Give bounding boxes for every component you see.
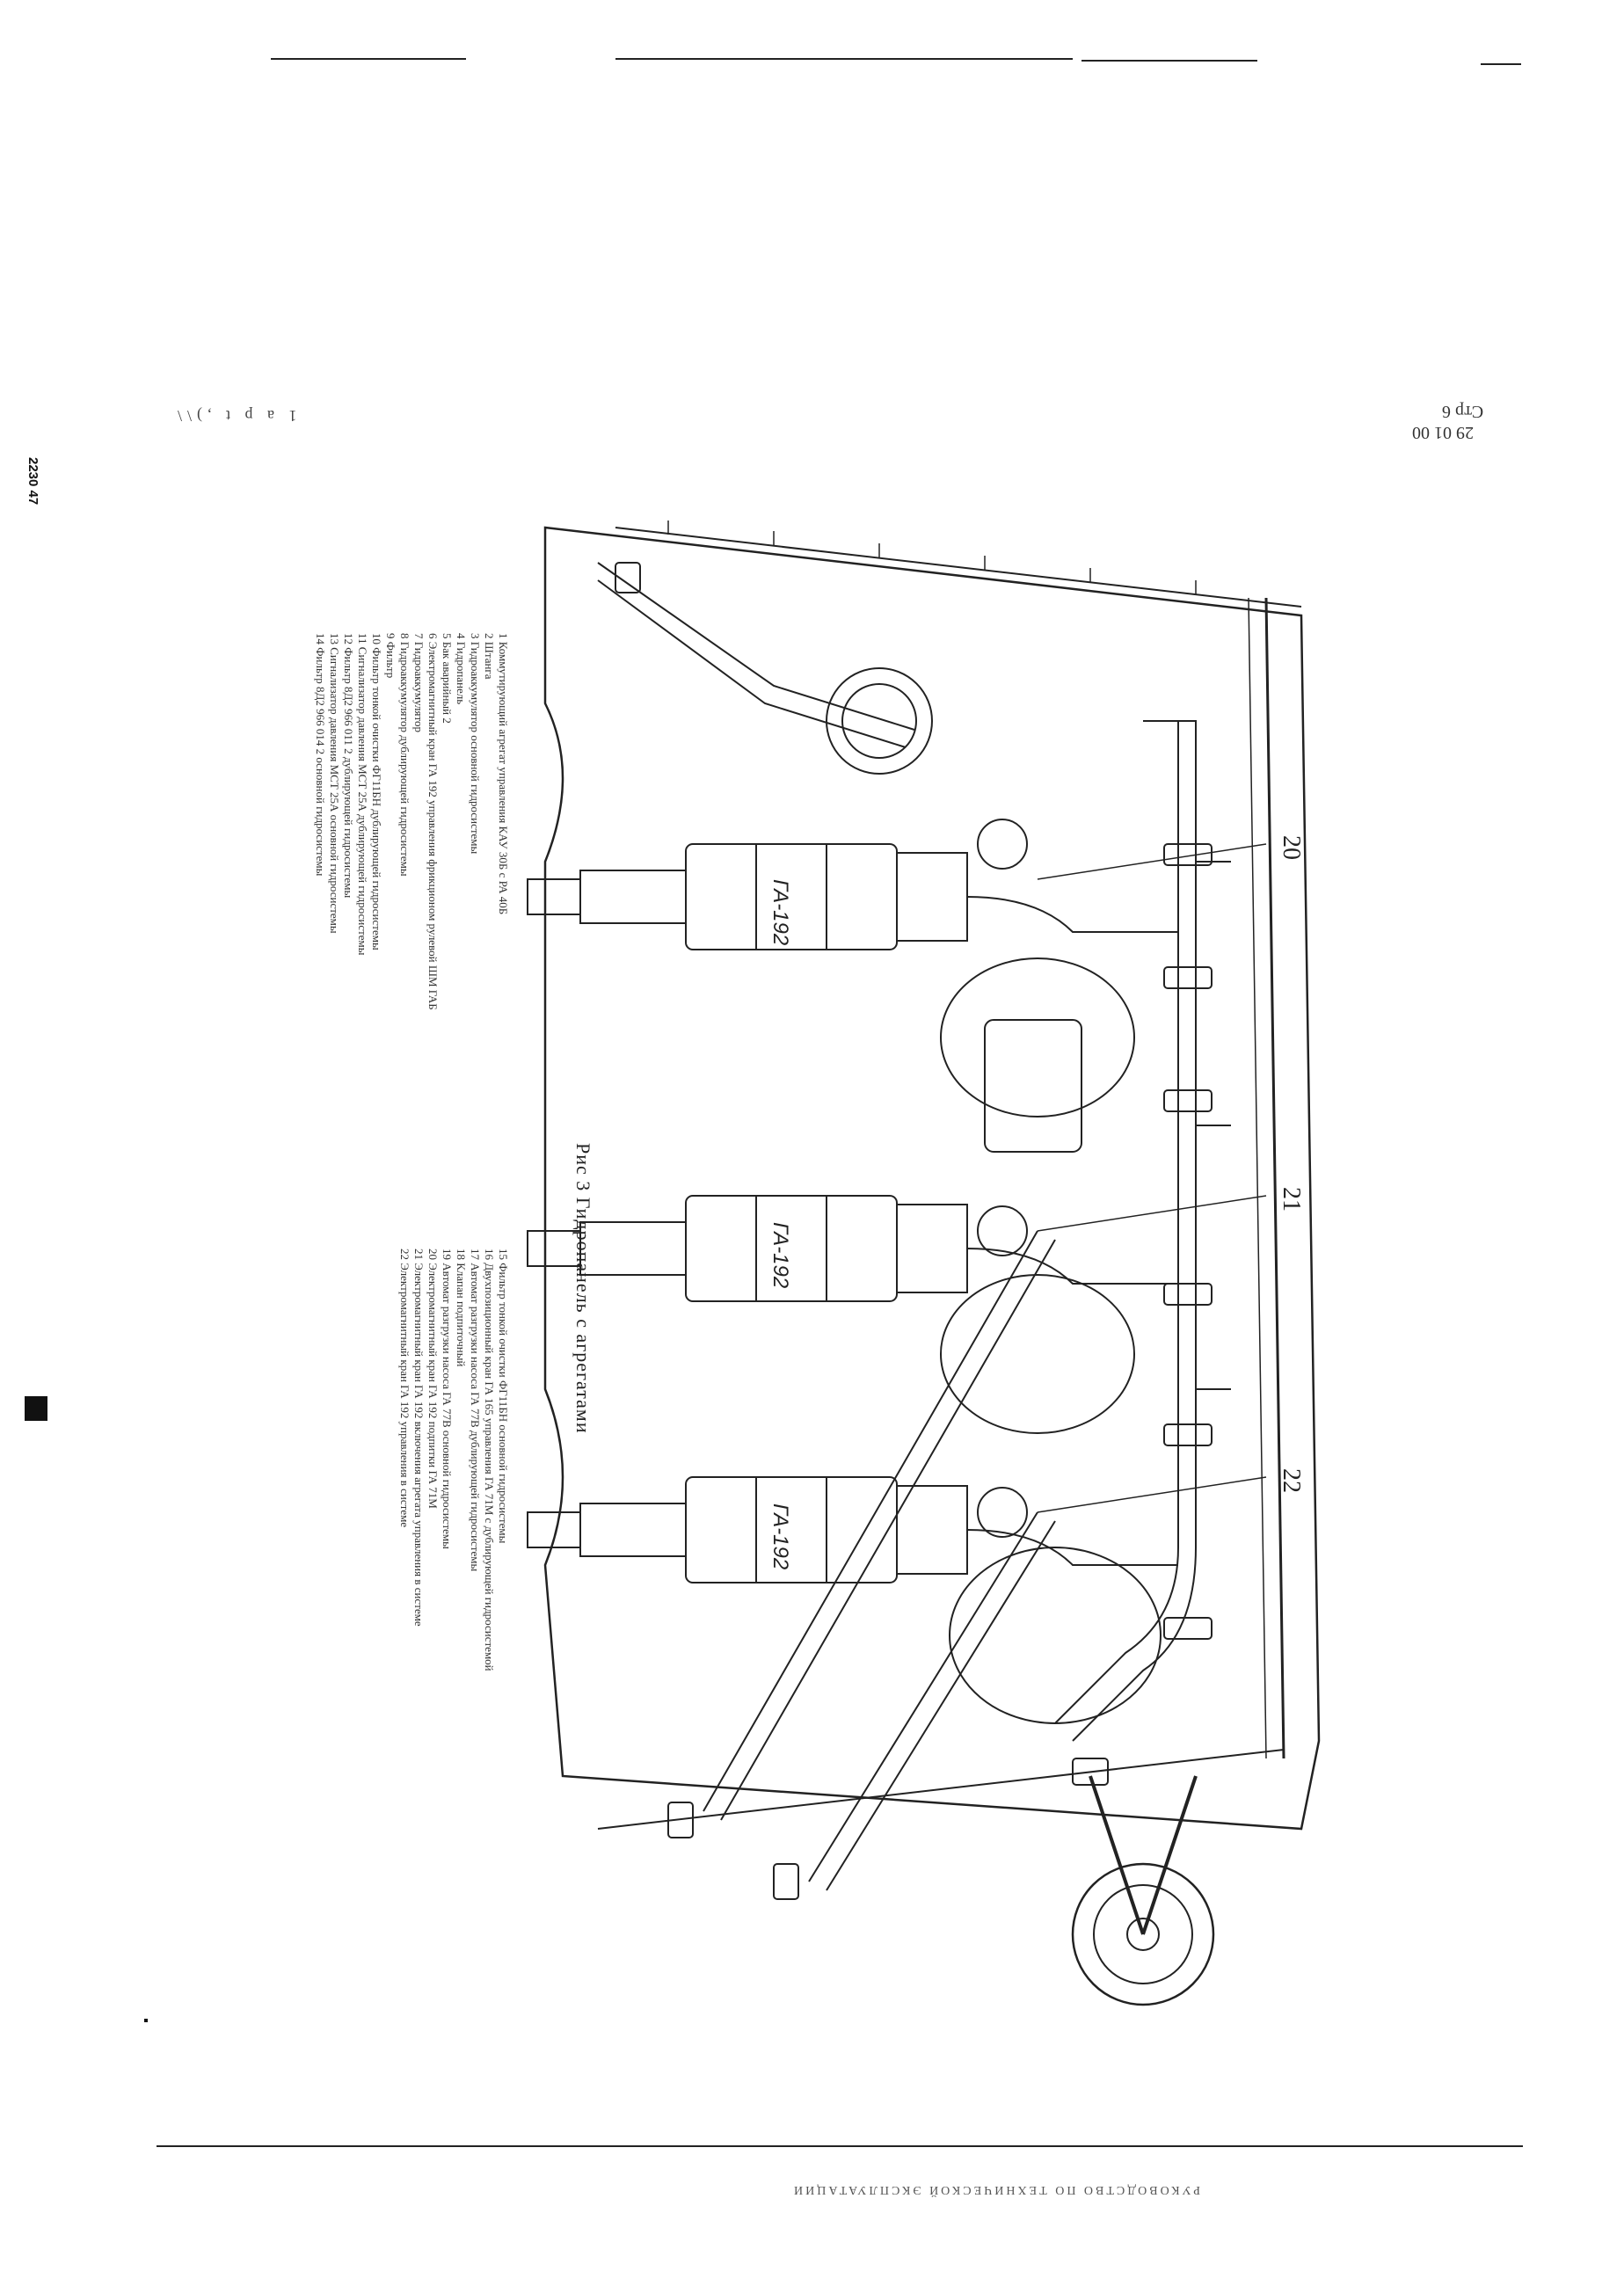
side-stamp: 2230 47: [25, 457, 40, 506]
legend-left-column: 1 Коммутирующий агрегат управления КАУ 3…: [313, 633, 510, 1010]
legend-item: 16 Двухпозиционный кран ГА 165 управлени…: [483, 1249, 496, 1671]
valve-unit-3: [527, 1476, 1028, 1583]
unit-label: ГА-192: [768, 1222, 792, 1288]
top-rule-right: [1481, 63, 1521, 65]
legend-item: 17 Автомат разгрузки насоса ГА 77В дубли…: [469, 1249, 482, 1572]
header-left-mark: 1 a p t ,)\\: [172, 407, 297, 425]
legend-item: 3 Гидроаккумулятор основной гидросистемы: [469, 633, 482, 855]
frame-rail: [1264, 597, 1285, 1759]
accumulator: [940, 1274, 1135, 1434]
callout-leaders: [1037, 843, 1267, 1513]
valve-unit-2: [527, 1195, 1028, 1302]
legend-right-column: 15 Фильтр тонкой очистки ФГ11БН основной…: [397, 1249, 510, 1671]
frame-rail: [615, 527, 1302, 608]
legend-item: 13 Сигнализатор давления МСТ 25А основно…: [328, 633, 341, 934]
legend-item: 10 Фильтр тонкой очистки ФГ11БН дублирую…: [370, 633, 383, 950]
legend-item: 15 Фильтр тонкой очистки ФГ11БН основной…: [497, 1249, 510, 1544]
accumulator: [949, 1547, 1162, 1724]
page-ref-page: Стр 6: [1442, 402, 1484, 421]
pipelines: [597, 562, 1231, 1891]
pump-wheel: [1126, 1918, 1160, 1951]
legend-item: 6 Электромагнитный кран ГА 192 управлени…: [426, 633, 440, 1010]
legend-item: 5 Бак аварийный 2: [441, 633, 454, 724]
legend-item: 12 Фильтр 8Д2 966 011 2 дублирующей гидр…: [342, 633, 355, 899]
legend-item: 18 Клапан подпиточный: [455, 1249, 468, 1367]
panel-outline: [543, 526, 1321, 1831]
frame-rail: [597, 1749, 1285, 1830]
pump-arm: [1141, 1775, 1198, 1935]
legend-item: 20 Электромагнитный кран ГА 192 подпитки…: [426, 1249, 440, 1509]
unit-label: ГА-192: [768, 1503, 792, 1569]
pump-arm: [1089, 1775, 1145, 1935]
legend-item: 19 Автомат разгрузки насоса ГА 77В основ…: [441, 1249, 454, 1549]
dot-marker: [144, 2019, 148, 2022]
page-ref-date: 29 01 00: [1412, 423, 1474, 442]
callout-22: 22: [1278, 1468, 1305, 1493]
legend-item: 22 Электромагнитный кран ГА 192 управлен…: [398, 1249, 411, 1528]
footer-text: РУКОВОДСТВО ПО ТЕХНИЧЕСКОЙ ЭКСПЛУАТАЦИИ: [791, 2183, 1201, 2196]
bottom-rule: [157, 2145, 1523, 2147]
legend-item: 11 Сигнализатор давления МСТ 25А дублиру…: [356, 633, 369, 956]
callout-21: 21: [1278, 1187, 1305, 1212]
accumulator: [826, 667, 933, 775]
frame-rail: [1248, 597, 1267, 1759]
top-rule-middle-2: [1081, 60, 1257, 62]
legend-item: 8 Гидроаккумулятор дублирующей гидросист…: [398, 633, 411, 877]
accumulator: [841, 683, 917, 759]
legend-item: 21 Электромагнитный кран ГА 192 включени…: [412, 1249, 426, 1627]
legend-item: 9 Фильтр: [384, 633, 397, 679]
legend-item: 4 Гидропанель: [455, 633, 468, 705]
pump-wheel: [1093, 1884, 1193, 1984]
bolt-row: [667, 521, 1197, 594]
legend-item: 1 Коммутирующий агрегат управления КАУ 3…: [497, 633, 510, 915]
fittings: [615, 562, 1213, 1900]
top-rule-left: [271, 58, 466, 60]
pump-wheel: [1071, 1862, 1215, 2006]
legend-item: 7 Гидроаккумулятор: [412, 633, 426, 733]
accumulator: [940, 957, 1135, 1118]
top-rule-middle: [615, 58, 1073, 60]
unit-label: ГА-192: [768, 879, 792, 945]
legend-item: 14 Фильтр 8Д2 966 014 2 основной гидроси…: [314, 633, 327, 877]
panel-plate: [984, 1019, 1082, 1153]
black-marker: [25, 1396, 47, 1421]
callout-20: 20: [1278, 835, 1305, 860]
legend-item: 2 Штанга: [483, 633, 496, 680]
hydraulic-panel-drawing: 20 21 22 ГА-192 ГА-192 ГА-192: [527, 521, 1321, 2006]
